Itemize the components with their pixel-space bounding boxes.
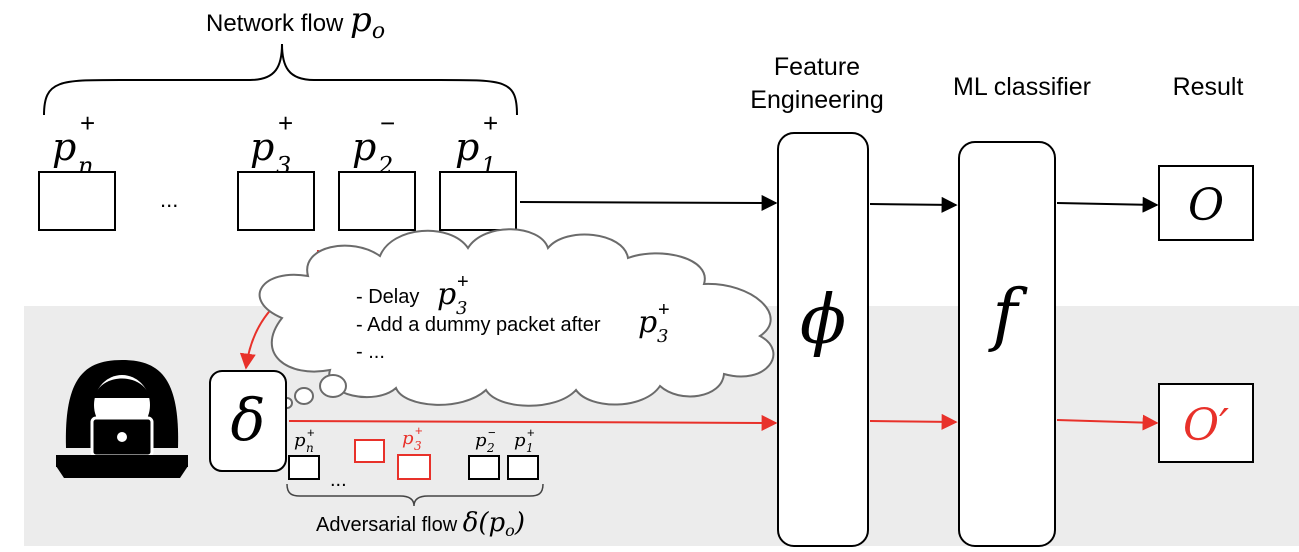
svg-text:−: − xyxy=(380,108,395,138)
ml-classifier-box xyxy=(958,141,1056,547)
thought-cloud xyxy=(258,228,775,407)
packet-box-pn xyxy=(38,171,116,231)
svg-text:p: p xyxy=(437,277,456,312)
svg-text:+: + xyxy=(527,425,535,440)
svg-text:−: − xyxy=(488,425,496,440)
adv-packet-box-p3-delayed xyxy=(397,454,431,480)
perturbation-delta-box xyxy=(209,370,287,472)
svg-text:p: p xyxy=(475,430,487,451)
network-flow-brace xyxy=(43,43,518,116)
svg-text:p: p xyxy=(514,430,526,451)
svg-text:n: n xyxy=(306,441,314,455)
svg-text:+: + xyxy=(278,108,293,138)
result-box xyxy=(1158,165,1254,241)
svg-text:3: 3 xyxy=(414,439,422,453)
svg-text:- Delay: - Delay xyxy=(356,286,419,308)
arrow-classifier-to-result xyxy=(1056,196,1159,213)
feature-engineering-box xyxy=(777,132,869,547)
arrow-classifier-to-result-adv xyxy=(1056,414,1159,431)
feature-engineering-title-line1: Feature xyxy=(774,53,860,81)
thought-line-delay: - Delay p 3 + xyxy=(356,271,469,319)
packet-box-p2 xyxy=(338,171,416,231)
adv-packet-label-pn: p n + xyxy=(294,425,315,455)
svg-text:+: + xyxy=(457,271,469,293)
arrow-flow-to-feature xyxy=(519,194,778,211)
svg-text:+: + xyxy=(307,425,315,440)
packet-label-p3: p 3 + xyxy=(250,108,293,180)
feature-engineering-title-line2: Engineering xyxy=(750,86,883,114)
svg-text:3: 3 xyxy=(456,298,467,319)
thought-line-dummy: - Add a dummy packet after p 3 + xyxy=(356,299,670,347)
packet-label-p1: p 1 + xyxy=(455,108,498,180)
adv-packet-box-p2 xyxy=(468,455,500,480)
thought-bubble-medium xyxy=(294,387,314,405)
adv-packet-box-p1 xyxy=(507,455,539,480)
adv-packet-box-pn xyxy=(288,455,320,480)
svg-text:p: p xyxy=(52,125,76,169)
svg-text:2: 2 xyxy=(486,441,495,455)
packet-label-pn: p n + xyxy=(52,108,95,180)
svg-text:p: p xyxy=(638,305,657,340)
svg-text:3: 3 xyxy=(657,326,668,347)
arrow-delta-to-feature xyxy=(288,414,778,431)
adv-packet-box-dummy xyxy=(354,439,385,463)
svg-text:+: + xyxy=(80,108,95,138)
phi-symbol: ϕ xyxy=(800,281,846,360)
network-flow-title: Network flow po xyxy=(206,0,385,44)
svg-text:+: + xyxy=(415,423,423,438)
adv-result-output: O′ xyxy=(1183,400,1229,451)
result-title: Result xyxy=(1173,73,1244,101)
svg-text:p: p xyxy=(250,125,274,169)
svg-text:- Add a dummy packet after: - Add a dummy packet after xyxy=(356,314,601,336)
svg-text:p: p xyxy=(352,125,376,169)
adv-packet-label-p1: p 1 + xyxy=(514,425,535,455)
adversarial-flow-brace xyxy=(286,483,544,507)
svg-text:p: p xyxy=(294,430,306,451)
packet-ellipsis: ... xyxy=(160,187,178,212)
packet-label-p2: p 2 − xyxy=(352,108,395,180)
svg-text:+: + xyxy=(658,299,670,321)
thought-bubble-large xyxy=(319,374,347,398)
result-output: O xyxy=(1188,180,1224,231)
adversarial-flow-title: Adversarial flow δ(po) xyxy=(316,508,525,540)
thought-line-more: - ... xyxy=(356,341,385,363)
arrow-feature-to-classifier-adv xyxy=(869,413,958,430)
svg-text:- ...: - ... xyxy=(356,341,385,363)
adv-packet-ellipsis: ... xyxy=(330,469,347,491)
arrow-feature-to-classifier xyxy=(869,196,958,213)
packet-box-p3 xyxy=(237,171,315,231)
adv-result-box xyxy=(1158,383,1254,463)
delta-symbol: δ xyxy=(231,386,266,454)
ml-classifier-title: ML classifier xyxy=(953,73,1091,101)
svg-text:1: 1 xyxy=(526,441,534,455)
svg-text:p: p xyxy=(455,125,479,169)
attacker-icon xyxy=(56,360,188,478)
adv-packet-label-p3: p 3 + xyxy=(402,423,423,453)
svg-text:p: p xyxy=(402,428,414,449)
adv-packet-label-p2: p 2 − xyxy=(475,425,496,455)
packet-box-p1 xyxy=(439,171,517,231)
svg-text:+: + xyxy=(483,108,498,138)
